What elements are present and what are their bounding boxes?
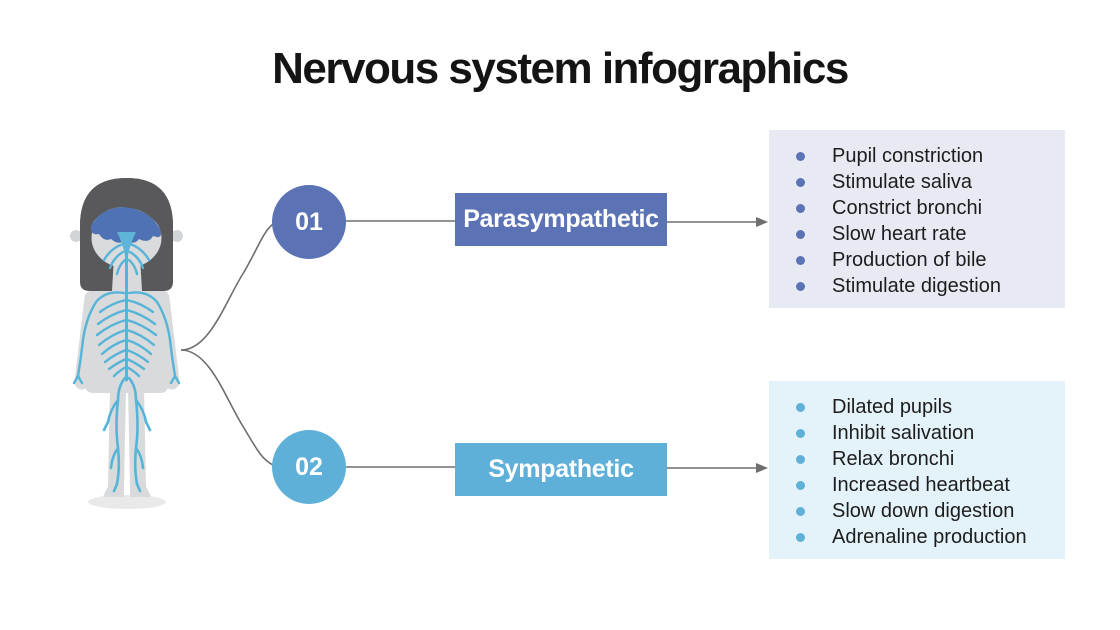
list-item-text: Inhibit salivation (832, 421, 975, 444)
list-item: Increased heartbeat (796, 472, 1065, 498)
step-number: 02 (295, 452, 323, 481)
list-item-text: Slow heart rate (832, 222, 967, 245)
list-item-text: Production of bile (832, 248, 987, 271)
bullet-dot (796, 428, 805, 438)
bullet-dot (796, 454, 805, 464)
list-item-text: Stimulate saliva (832, 170, 973, 193)
right-foot (130, 479, 151, 497)
facial-nerves (102, 242, 151, 276)
list-item: Pupil constriction (796, 143, 1065, 169)
bullet-dot (796, 203, 805, 213)
panel-parasympathetic: Pupil constriction Stimulate saliva Cons… (769, 130, 1065, 308)
brain (90, 207, 162, 243)
list-item: Adrenaline production (796, 524, 1065, 550)
step-circle-1: 01 (272, 185, 346, 259)
bullet-dot (796, 255, 805, 265)
bullet-dot (796, 281, 805, 291)
list-item-text: Adrenaline production (832, 525, 1027, 548)
list-item: Inhibit salivation (796, 420, 1065, 446)
bullet-dot (796, 229, 805, 239)
bullet-dot (796, 532, 805, 542)
curve-to-step-1 (180, 223, 274, 351)
list-item-text: Increased heartbeat (832, 473, 1010, 496)
bullet-dot (796, 480, 805, 490)
page-title: Nervous system infographics (272, 44, 849, 93)
list-item: Stimulate digestion (796, 273, 1065, 299)
arrowhead-icon (756, 463, 768, 473)
floor-shadow (88, 495, 166, 509)
list-item: Production of bile (796, 247, 1065, 273)
left-foot (103, 479, 124, 497)
panel-sympathetic: Dilated pupils Inhibit salivation Relax … (769, 381, 1065, 559)
arm-nerves (72, 291, 181, 385)
hair-fringe (80, 178, 173, 270)
list-item-text: Constrict bronchi (832, 196, 983, 219)
list-item: Relax bronchi (796, 446, 1065, 472)
list-item-text: Relax bronchi (832, 447, 955, 470)
list-item: Stimulate saliva (796, 169, 1065, 195)
curve-to-step-2 (180, 349, 274, 466)
list-item-text: Stimulate digestion (832, 274, 1001, 297)
left-ear (70, 230, 82, 242)
brainstem (117, 232, 136, 256)
human-nervous-system-illustration (70, 178, 183, 509)
list-item: Slow down digestion (796, 498, 1065, 524)
spine-and-ribs (95, 248, 158, 382)
list-item-text: Dilated pupils (832, 395, 953, 418)
parasympathetic-effects-list: Pupil constriction Stimulate saliva Cons… (769, 143, 1065, 299)
bullet-dot (796, 177, 805, 187)
bullet-dot (796, 506, 805, 516)
step-circle-2: 02 (272, 430, 346, 504)
step-number: 01 (295, 207, 323, 236)
branch-label-sympathetic: Sympathetic (455, 443, 667, 496)
list-item: Constrict bronchi (796, 195, 1065, 221)
bullet-dot (796, 151, 805, 161)
list-item-text: Slow down digestion (832, 499, 1015, 522)
bullet-dot (796, 402, 805, 412)
arrowhead-icon (756, 217, 768, 227)
list-item: Dilated pupils (796, 394, 1065, 420)
list-item: Slow heart rate (796, 221, 1065, 247)
right-ear (171, 230, 183, 242)
sympathetic-effects-list: Dilated pupils Inhibit salivation Relax … (769, 394, 1065, 550)
leg-nerves (102, 376, 152, 493)
branch-label-parasympathetic: Parasympathetic (455, 193, 667, 246)
list-item-text: Pupil constriction (832, 144, 984, 167)
